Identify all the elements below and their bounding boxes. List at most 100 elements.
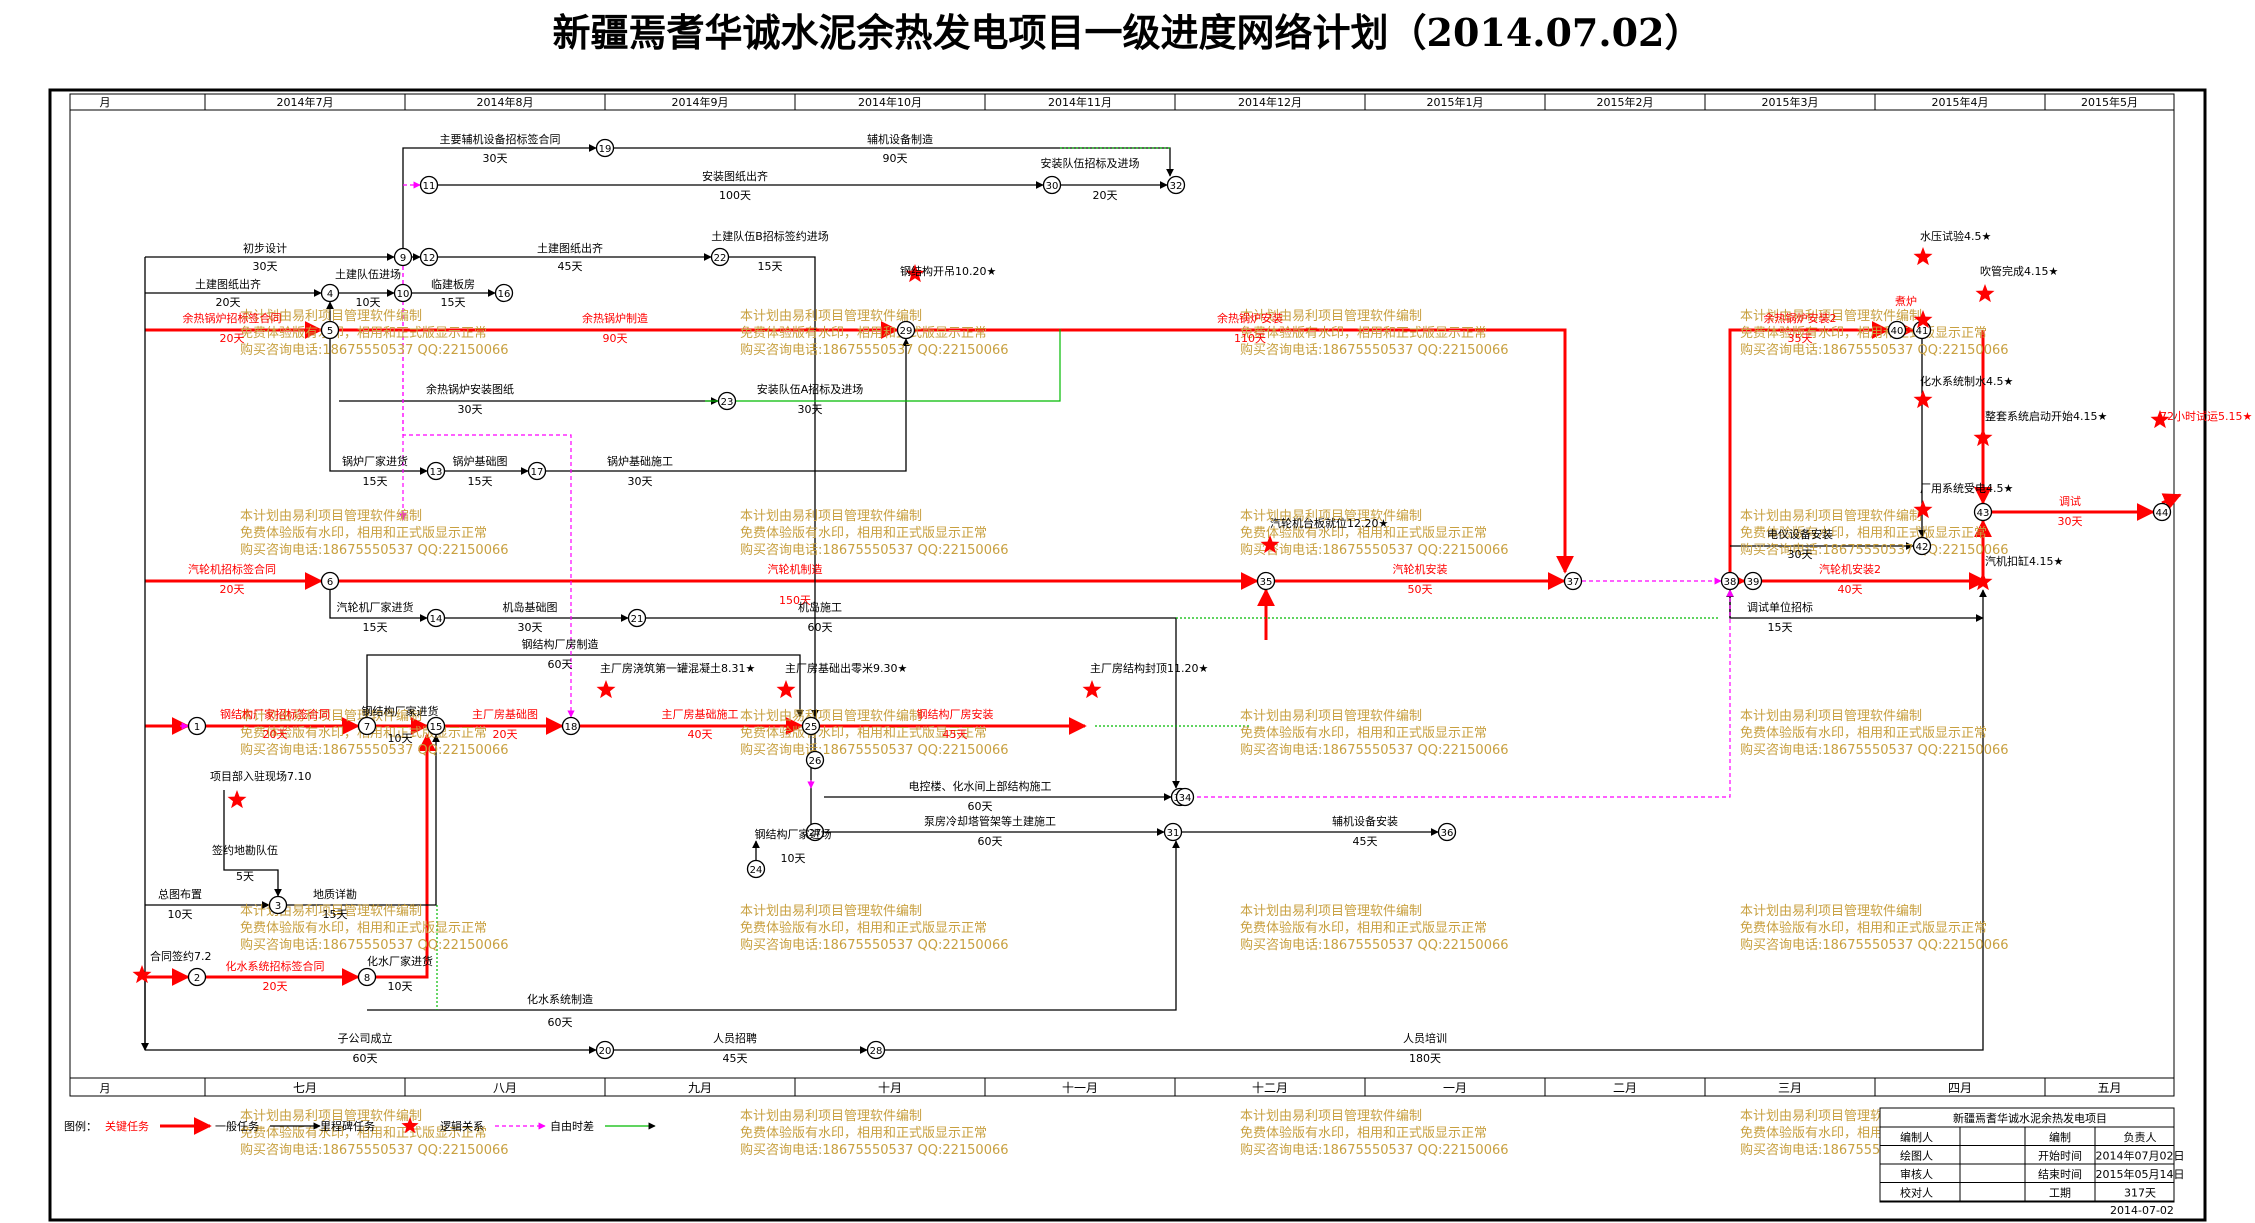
watermark-line: 免费体验版有水印，相用和正式版显示正常: [240, 1125, 487, 1141]
node-circle: [1437, 822, 1457, 842]
tb-cell: 校对人: [1900, 1186, 1933, 1200]
milestone-star: [132, 965, 152, 984]
node-number: 44: [2156, 508, 2169, 519]
link: [729, 256, 819, 718]
node-circle: [1563, 571, 1583, 591]
watermark-line: 购买咨询电话:18675550537 QQ:22150066: [740, 1142, 1009, 1158]
task-duration: 10天: [781, 852, 806, 865]
watermark-line: 本计划由易利项目管理软件编制: [740, 509, 922, 524]
task-duration: 15天: [1768, 621, 1793, 634]
node-circle: [866, 1040, 886, 1060]
task-name: 汽轮机厂家进货: [337, 600, 414, 614]
footer-month: 八月: [493, 1081, 517, 1095]
node-circle: [805, 750, 825, 770]
node-number: 20: [599, 1046, 612, 1057]
task-duration: 15天: [323, 908, 348, 921]
task-duration: 20天: [1093, 189, 1118, 202]
link: [915, 328, 1574, 574]
task-duration: 60天: [548, 658, 573, 671]
node-number: 14: [430, 614, 443, 625]
watermark-line: 购买咨询电话:18675550537 QQ:22150066: [740, 342, 1009, 358]
legend-item: 关键任务: [105, 1119, 149, 1133]
node-circle: [1042, 175, 1062, 195]
milestone-label: 项目部入驻现场7.10: [210, 769, 312, 783]
watermark-line: 购买咨询电话:18675550537 QQ:22150066: [1740, 742, 2009, 758]
watermark-line: 购买咨询电话:18675550537 QQ:22150066: [740, 742, 1009, 758]
task-name: 化水系统招标签合同: [226, 959, 325, 973]
node-number: 13: [430, 467, 443, 478]
header-month: 2015年4月: [1932, 95, 1989, 109]
watermark-line: 本计划由易利项目管理软件编制: [1740, 709, 1922, 724]
task-duration: 90天: [603, 332, 628, 345]
watermark-line: 购买咨询电话:18675550537 QQ:22150066: [240, 742, 509, 758]
task-name: 地质详勘: [313, 887, 357, 901]
task-name: 调试: [2059, 495, 2081, 508]
node-circle: [1720, 571, 1740, 591]
header-month: 2014年7月: [277, 95, 334, 109]
milestone-star: [2150, 410, 2170, 429]
watermark-line: 购买咨询电话:18675550537 QQ:22150066: [1740, 542, 2009, 558]
node-circle: [320, 283, 340, 303]
node-number: 27: [809, 828, 822, 839]
milestone-star: [596, 680, 616, 699]
task-name: 土建队伍进场: [335, 267, 401, 281]
outer-border: [48, 88, 2207, 1222]
node-number: 36: [1441, 828, 1454, 839]
watermarks: 本计划由易利项目管理软件编制免费体验版有水印，相用和正式版显示正常购买咨询电话:…: [240, 309, 2009, 1158]
link: [646, 617, 1180, 789]
link: [376, 733, 436, 979]
node-circle: [746, 859, 766, 879]
task-duration: 90天: [883, 152, 908, 165]
link: [366, 654, 804, 718]
task-duration: 10天: [388, 732, 413, 745]
node-circle: [1163, 822, 1183, 842]
task-name: 钢结构厂家进场: [755, 827, 832, 841]
watermark-line: 本计划由易利项目管理软件编制: [240, 1109, 422, 1124]
task-name: 主要辅机设备招标签合同: [440, 132, 561, 146]
title-block-box: [1879, 1107, 2175, 1203]
task-name: 钢结构厂家招标签合同: [220, 707, 330, 721]
task-duration: 110天: [1234, 332, 1266, 345]
milestone-stars: 钢结构开吊10.20★项目部入驻现场7.10合同签约7.2主厂房浇筑第一罐混凝土…: [132, 229, 2252, 984]
task-name: 人员招聘: [713, 1031, 757, 1045]
node-number: 2: [194, 973, 200, 984]
watermark-line: 购买咨询电话:18675550537 QQ:22150066: [240, 1142, 509, 1158]
milestone-star: [1260, 535, 1280, 554]
tb-cell: 2015年05月14日: [2096, 1167, 2185, 1181]
task-name: 余热锅炉安装图纸: [426, 382, 514, 396]
task-name: 安装队伍招标及进场: [1041, 156, 1140, 170]
node-circle: [419, 175, 439, 195]
node-number: 37: [1567, 577, 1580, 588]
node-circle: [426, 608, 446, 628]
node-number: 22: [714, 253, 727, 264]
link: [2161, 493, 2182, 510]
watermark-line: 免费体验版有水印，相用和正式版显示正常: [740, 920, 987, 936]
node-circle: [268, 895, 288, 915]
task-duration: 40天: [688, 728, 713, 741]
node-circle: [357, 716, 377, 736]
watermark-line: 免费体验版有水印，相用和正式版显示正常: [740, 525, 987, 541]
task-name: 总图布置: [158, 887, 202, 901]
watermark-line: 本计划由易利项目管理软件编制: [1740, 309, 1922, 324]
node-circle: [1166, 175, 1186, 195]
watermark-line: 购买咨询电话:18675550537 QQ:22150066: [1240, 542, 1509, 558]
header-month: 2014年12月: [1238, 95, 1302, 109]
task-name: 锅炉基础施工: [607, 455, 673, 468]
link: [367, 840, 1180, 1011]
header-month: 2015年2月: [1597, 95, 1654, 109]
task-duration: 20天: [216, 296, 241, 309]
footer-month: 二月: [1613, 1081, 1637, 1095]
watermark-line: 免费体验版有水印，相用和正式版显示正常: [240, 920, 487, 936]
task-name: 安装图纸出齐: [702, 169, 768, 183]
node-circle: [527, 461, 547, 481]
task-duration: 15天: [363, 621, 388, 634]
milestone-label: 主厂房基础出零米9.30★: [785, 661, 907, 675]
link: [329, 339, 428, 475]
header-month: 2014年11月: [1048, 95, 1112, 109]
header-month: 2014年9月: [672, 95, 729, 109]
watermark-line: 免费体验版有水印，相用和正式版显示正常: [740, 1125, 987, 1141]
milestone-star: [776, 680, 796, 699]
task-duration: 30天: [2058, 515, 2083, 528]
task-name: 钢结构厂房制造: [522, 637, 599, 651]
frame: [48, 88, 2207, 1222]
